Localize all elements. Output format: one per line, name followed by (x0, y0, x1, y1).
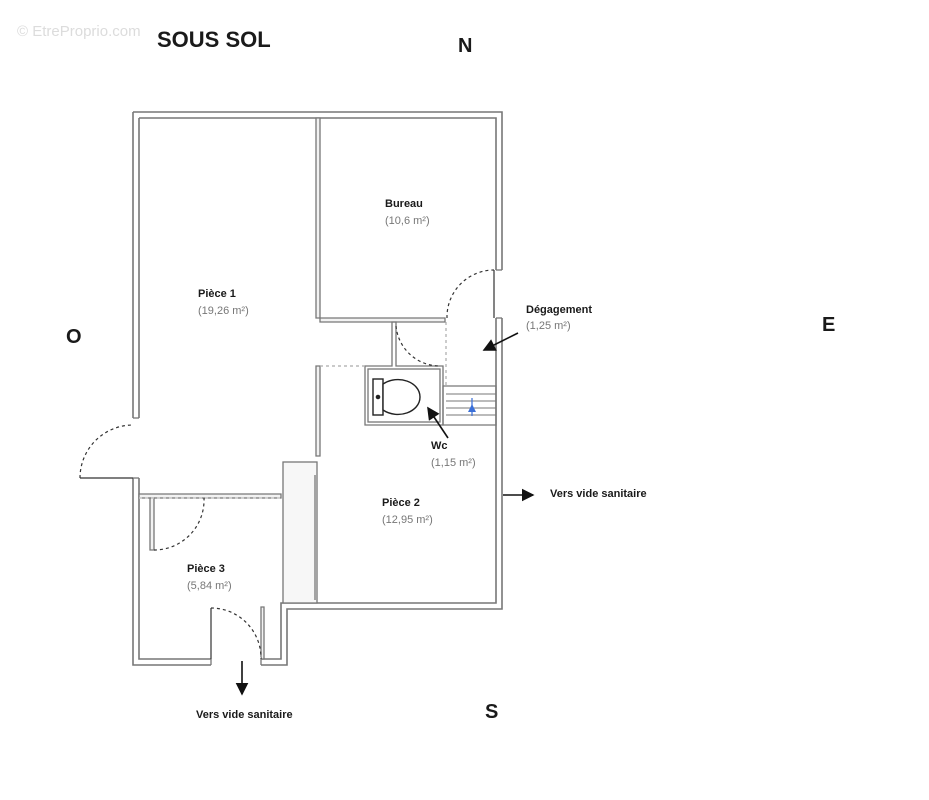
interior-walls (138, 117, 497, 660)
west-door-swing (79, 424, 134, 479)
room-area: (19,26 m²) (198, 305, 249, 317)
piece3-door-swing (153, 497, 205, 551)
room-area: (10,6 m²) (385, 215, 430, 227)
stairs-icon (446, 393, 496, 416)
plan-title: SOUS SOL (157, 27, 271, 52)
compass-east: E (822, 314, 836, 336)
wc-door-swing (395, 325, 441, 367)
room-name: Wc (431, 440, 448, 452)
compass-north: N (458, 35, 473, 57)
room-area: (12,95 m²) (382, 514, 433, 526)
wall-openings (131, 270, 504, 667)
room-name: Pièce 3 (187, 563, 225, 575)
room-name: Pièce 1 (198, 288, 236, 300)
watermark-text: © EtreProprio.com (17, 23, 141, 40)
east-exit-note: Vers vide sanitaire (550, 488, 647, 500)
room-name: Pièce 2 (382, 497, 420, 509)
bureau-door-swing (446, 269, 495, 319)
south-door-swing (210, 607, 262, 660)
south-exit-note: Vers vide sanitaire (196, 709, 293, 721)
room-area: (5,84 m²) (187, 580, 232, 592)
compass-south: S (485, 701, 499, 723)
room-name: Dégagement (526, 304, 593, 316)
room-area: (1,25 m²) (526, 320, 571, 332)
toilet-icon (372, 378, 421, 416)
opening-jambs (133, 269, 502, 665)
room-area: (1,15 m²) (431, 457, 476, 469)
room-name: Bureau (385, 198, 423, 210)
outer-walls (132, 111, 503, 666)
pointer-arrows (235, 332, 535, 696)
wc-pointer-arrow (427, 406, 449, 439)
compass-west: O (66, 326, 82, 348)
degagement-pointer-arrow (482, 332, 519, 351)
doors (79, 269, 495, 660)
